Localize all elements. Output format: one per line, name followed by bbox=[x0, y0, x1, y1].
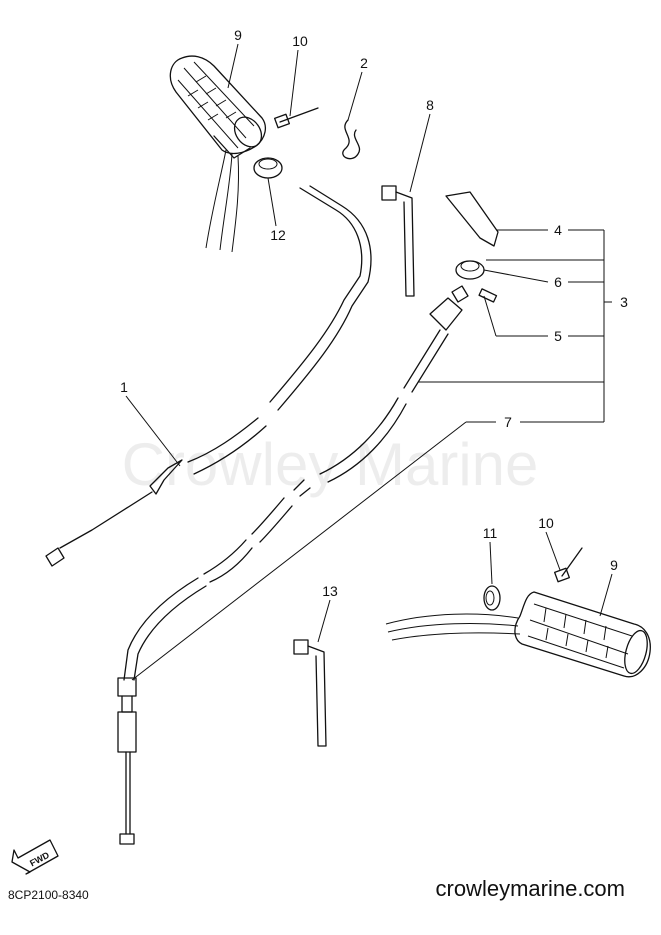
callout-11: 11 bbox=[483, 525, 498, 541]
leader-lines bbox=[125, 43, 613, 681]
callout-10-top: 10 bbox=[292, 33, 308, 49]
pin-top bbox=[274, 107, 319, 129]
collar-bottom bbox=[483, 585, 501, 611]
spring-clip bbox=[342, 119, 361, 160]
collar-top bbox=[253, 157, 283, 179]
cable-strap-bottom bbox=[293, 639, 327, 747]
callout-4: 4 bbox=[554, 222, 562, 238]
callout-9-bottom: 9 bbox=[610, 557, 618, 573]
callout-5: 5 bbox=[554, 328, 562, 344]
pin-bottom bbox=[554, 547, 583, 583]
callout-8: 8 bbox=[426, 97, 434, 113]
key bbox=[478, 288, 498, 303]
callout-2: 2 bbox=[360, 55, 368, 71]
throttle-grip-top bbox=[169, 55, 267, 253]
part-number: 8CP2100-8340 bbox=[8, 888, 89, 902]
callout-13: 13 bbox=[322, 583, 338, 599]
callout-10-bottom: 10 bbox=[538, 515, 554, 531]
watermark: Crowley Marine bbox=[122, 431, 539, 498]
cable-7 bbox=[117, 397, 407, 845]
callout-1: 1 bbox=[120, 379, 128, 395]
cable-1 bbox=[45, 185, 372, 567]
callout-6: 6 bbox=[554, 274, 562, 290]
callout-9-top: 9 bbox=[234, 27, 242, 43]
callout-12: 12 bbox=[270, 227, 286, 243]
callout-7: 7 bbox=[504, 414, 512, 430]
site-url: crowleymarine.com bbox=[435, 876, 626, 901]
ring bbox=[455, 260, 485, 280]
throttle-grip-bottom bbox=[385, 591, 651, 678]
callout-3: 3 bbox=[620, 294, 628, 310]
bracket bbox=[445, 191, 499, 247]
cable-7-fitting bbox=[403, 285, 469, 393]
callout-labels: 9 10 2 8 12 4 6 3 5 1 7 11 10 9 13 bbox=[120, 27, 628, 599]
cable-strap-top bbox=[381, 185, 415, 297]
fwd-arrow-icon: FWD bbox=[11, 839, 59, 875]
